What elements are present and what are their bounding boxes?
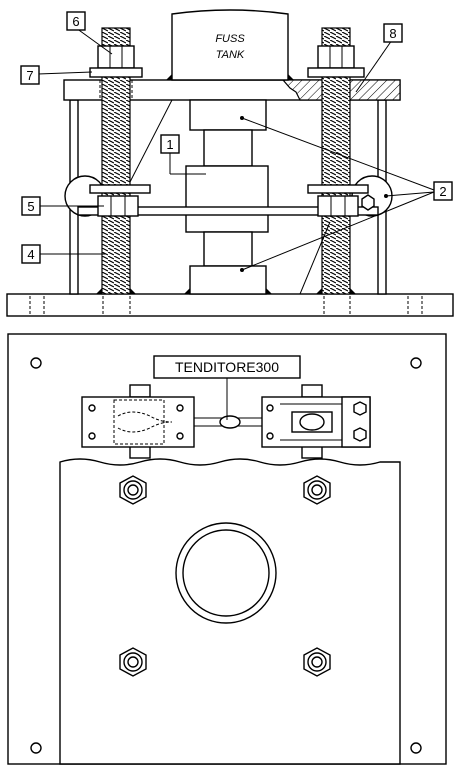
right-top-nut [317, 45, 355, 69]
plan-bolt-bottom-right [303, 647, 331, 677]
svg-text:5: 5 [27, 199, 34, 214]
plan-view: TENDITORE300 [7, 333, 447, 765]
lower-mount-block [189, 265, 267, 295]
callout-2: 2 [433, 181, 453, 201]
tank-label-line2: TANK [216, 49, 245, 61]
plan-corner-hole-bottom-left [30, 742, 42, 754]
tank-body [171, 9, 289, 81]
callout-4: 4 [21, 244, 41, 264]
plan-bolt-top-right [303, 475, 331, 505]
left-top-washer [89, 67, 143, 78]
svg-text:8: 8 [389, 26, 396, 41]
callout-1: 1 [160, 134, 180, 154]
callout-5: 5 [21, 196, 41, 216]
base-plate-hidden-holes [29, 296, 423, 314]
svg-text:7: 7 [26, 68, 33, 83]
base-plate [6, 293, 454, 317]
left-top-nut [97, 45, 135, 69]
svg-text:2: 2 [439, 184, 446, 199]
plan-corner-hole-top-left [30, 357, 42, 369]
callout-8: 8 [383, 23, 403, 43]
svg-text:4: 4 [27, 247, 34, 262]
svg-text:TENDITORE300: TENDITORE300 [175, 359, 279, 375]
callout-6: 6 [66, 11, 86, 31]
svg-text:6: 6 [72, 14, 79, 29]
right-top-washer [307, 67, 365, 78]
plan-tank-opening-inner [182, 529, 270, 617]
elevation-view: FUSS TANK [6, 9, 454, 317]
tank-weld-left [166, 74, 172, 80]
right-lower-bracket [307, 184, 369, 194]
plan-corner-hole-bottom-right [410, 742, 422, 754]
left-lower-bracket [89, 184, 151, 194]
plan-bolt-bottom-left [119, 647, 147, 677]
tie-rod [77, 206, 379, 216]
tensioner-turnbuckle [219, 415, 241, 429]
tensioner-left-plate [81, 396, 195, 448]
right-lower-nut [317, 195, 359, 217]
tensioner-label: TENDITORE300 [153, 355, 301, 420]
svg-text:1: 1 [166, 137, 173, 152]
upper-mount-block [189, 99, 267, 131]
tank-label-line1: FUSS [215, 33, 245, 45]
plan-bolt-top-left [119, 475, 147, 505]
plan-corner-hole-top-right [410, 357, 422, 369]
right-hex-bolt-head [361, 194, 375, 211]
load-cell-body [185, 165, 269, 233]
upper-mount-neck [203, 129, 253, 167]
tensioner-assembly [81, 384, 371, 459]
leader-lines [37, 27, 435, 272]
callout-7: 7 [20, 65, 40, 85]
tank-weld-right [288, 74, 294, 80]
lower-mount-neck [203, 231, 253, 267]
